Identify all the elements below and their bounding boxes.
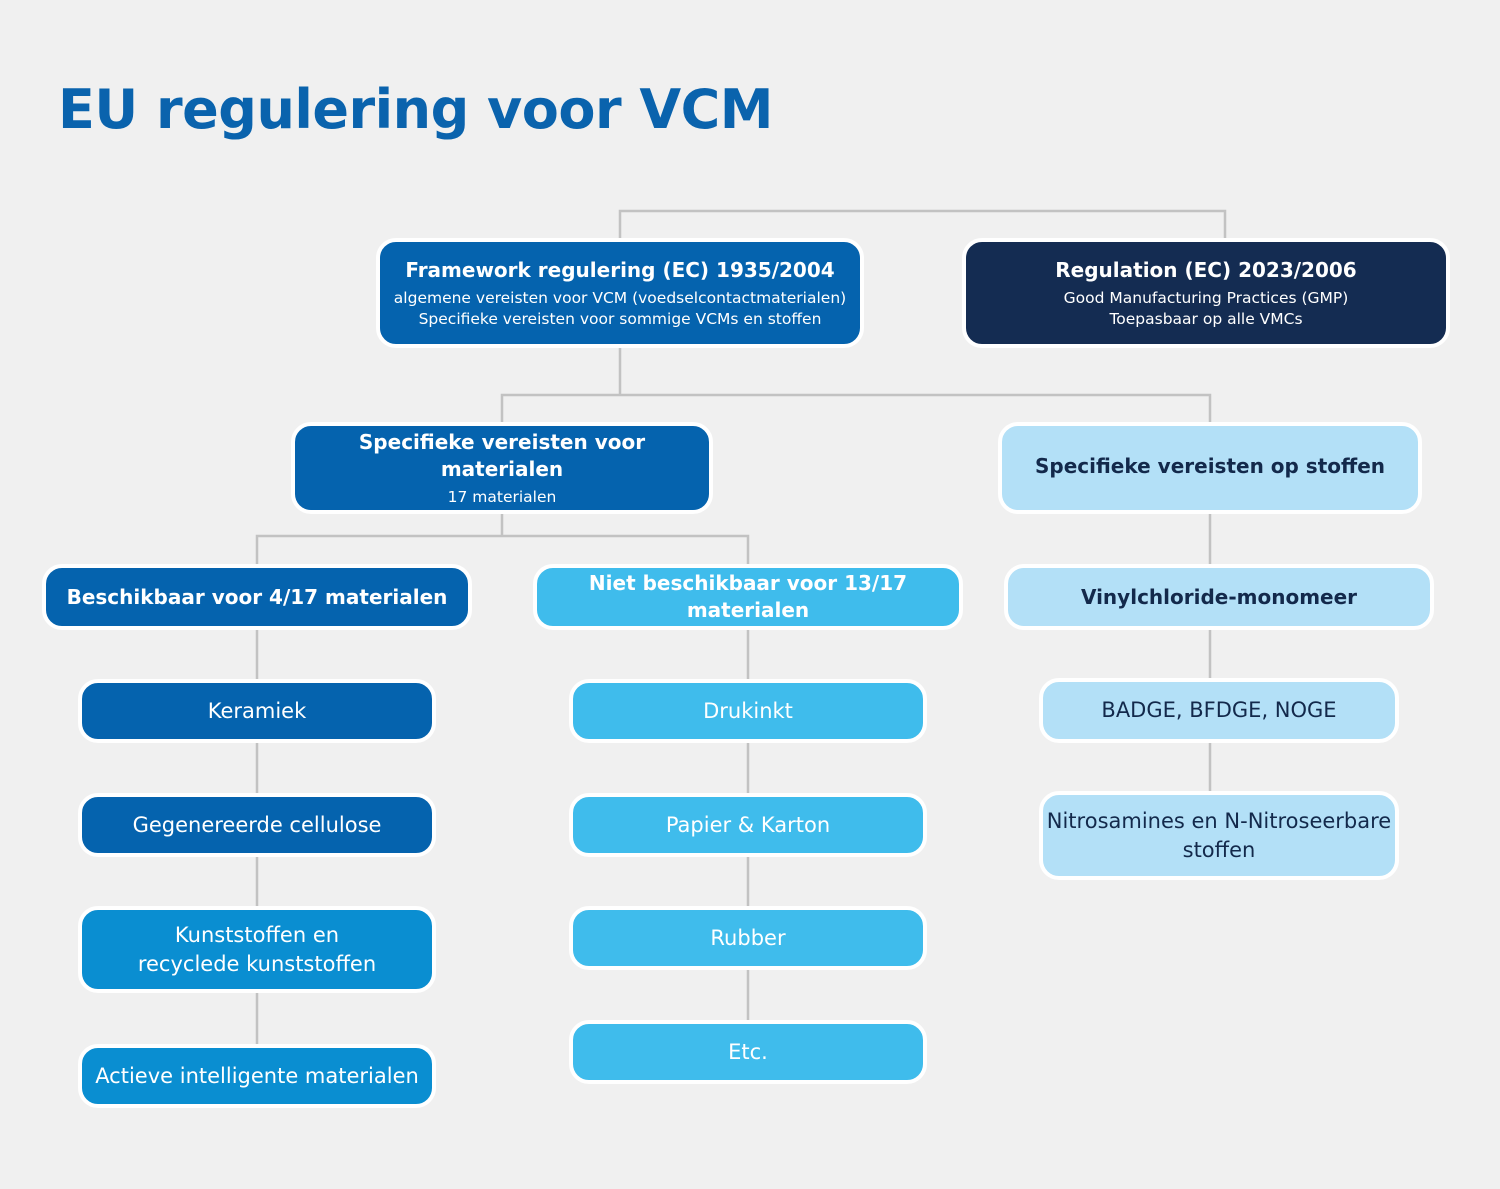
material-item: Kunststoffen en recyclede kunststoffen bbox=[78, 906, 436, 993]
substance-item: BADGE, BFDGE, NOGE bbox=[1039, 678, 1399, 743]
vinyl-chloride-title: Vinylchloride-monomeer bbox=[1080, 584, 1358, 609]
substance-item: Nitrosamines en N-Nitroseerbare stoffen bbox=[1039, 791, 1399, 880]
unavailable-title: Niet beschikbaar voor 13/17 materialen bbox=[588, 571, 908, 622]
available-title: Beschikbaar voor 4/17 materialen bbox=[66, 584, 448, 609]
gmp-line-2: Toepasbaar op alle VMCs bbox=[1109, 309, 1303, 328]
material-item: Keramiek bbox=[78, 679, 436, 743]
materials-sub: 17 materialen bbox=[447, 487, 557, 506]
materials-requirements-box: Specifieke vereisten voor materialen 17 … bbox=[291, 422, 713, 514]
gmp-regulation-box: Regulation (EC) 2023/2006 Good Manufactu… bbox=[962, 238, 1450, 348]
available-materials-header: Beschikbaar voor 4/17 materialen bbox=[42, 564, 472, 630]
material-item: Rubber bbox=[569, 906, 927, 970]
framework-line-1: algemene vereisten voor VCM (voedselcont… bbox=[393, 288, 847, 307]
substances-title: Specifieke vereisten op stoffen bbox=[1034, 453, 1386, 478]
framework-title: Framework regulering (EC) 1935/2004 bbox=[405, 257, 835, 282]
framework-line-2: Specifieke vereisten voor sommige VCMs e… bbox=[418, 309, 822, 328]
materials-title: Specifieke vereisten voor materialen bbox=[358, 429, 646, 481]
material-item: Papier & Karton bbox=[569, 793, 927, 857]
material-item: Gegenereerde cellulose bbox=[78, 793, 436, 857]
unavailable-materials-header: Niet beschikbaar voor 13/17 materialen bbox=[533, 564, 963, 630]
material-item: Drukinkt bbox=[569, 679, 927, 743]
page-title: EU regulering voor VCM bbox=[58, 78, 774, 141]
substances-requirements-box: Specifieke vereisten op stoffen bbox=[998, 422, 1422, 514]
vinyl-chloride-header: Vinylchloride-monomeer bbox=[1004, 564, 1434, 630]
gmp-title: Regulation (EC) 2023/2006 bbox=[1055, 257, 1357, 282]
material-item: Actieve intelligente materialen bbox=[78, 1044, 436, 1108]
material-item: Etc. bbox=[569, 1020, 927, 1084]
framework-regulation-box: Framework regulering (EC) 1935/2004 alge… bbox=[376, 238, 864, 348]
gmp-line-1: Good Manufacturing Practices (GMP) bbox=[1063, 288, 1349, 307]
